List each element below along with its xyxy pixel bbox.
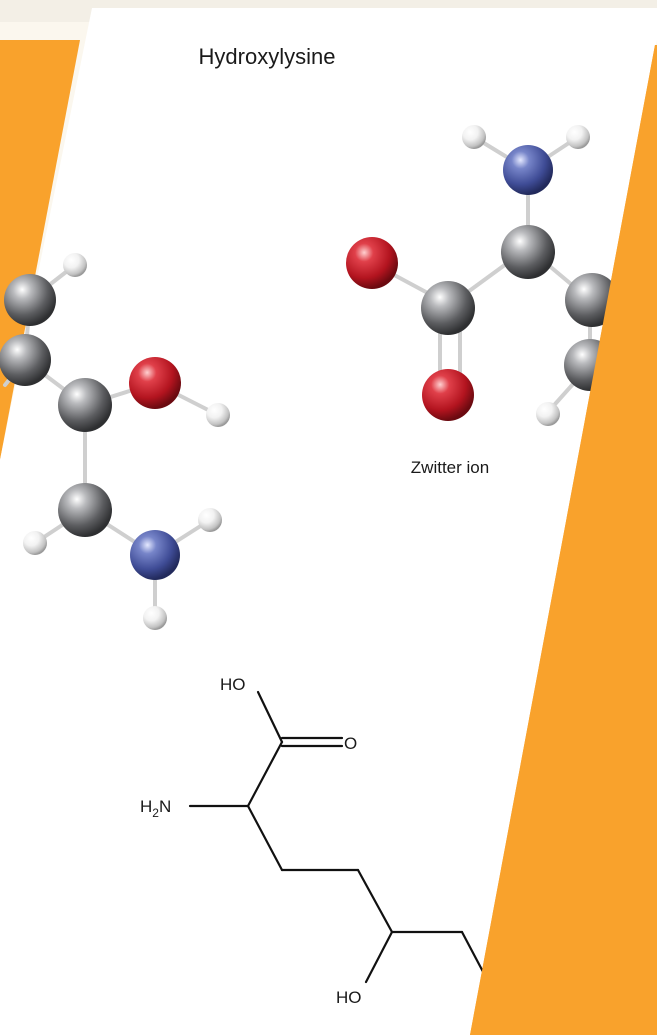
hydrogen-atom bbox=[198, 508, 222, 532]
caption: Zwitter ion bbox=[411, 458, 489, 477]
oxygen-atom bbox=[129, 357, 181, 409]
white-panel bbox=[0, 8, 657, 1035]
carbon-atom bbox=[58, 378, 112, 432]
amine-n: N bbox=[159, 797, 171, 816]
hydrogen-atom bbox=[462, 125, 486, 149]
label-carbonyl-oxygen: O bbox=[344, 734, 357, 753]
carbon-atom bbox=[58, 483, 112, 537]
label-amine: H2N bbox=[140, 797, 171, 820]
hydrogen-atom bbox=[566, 125, 590, 149]
oxygen-atom bbox=[422, 369, 474, 421]
right-molecule-model bbox=[346, 125, 619, 426]
title: Hydroxylysine bbox=[199, 44, 336, 69]
left-molecule-model bbox=[0, 253, 230, 630]
carbon-atom bbox=[501, 225, 555, 279]
amine-h: H bbox=[140, 797, 152, 816]
hydrogen-atom bbox=[206, 403, 230, 427]
skeletal-structure bbox=[188, 690, 492, 987]
orange-accent-foreground bbox=[470, 45, 657, 1035]
label-side-hydroxyl: HO bbox=[336, 988, 362, 1007]
hydrogen-atom bbox=[143, 606, 167, 630]
hydrogen-atom bbox=[63, 253, 87, 277]
oxygen-atom bbox=[346, 237, 398, 289]
carbon-atom bbox=[4, 274, 56, 326]
carbon-atom bbox=[421, 281, 475, 335]
nitrogen-atom bbox=[503, 145, 553, 195]
label-carboxyl-hydroxyl: HO bbox=[220, 675, 246, 694]
hydrogen-atom bbox=[536, 402, 560, 426]
amine-subscript: 2 bbox=[152, 806, 159, 820]
nitrogen-atom bbox=[130, 530, 180, 580]
hydrogen-atom bbox=[23, 531, 47, 555]
carbon-atom bbox=[0, 334, 51, 386]
